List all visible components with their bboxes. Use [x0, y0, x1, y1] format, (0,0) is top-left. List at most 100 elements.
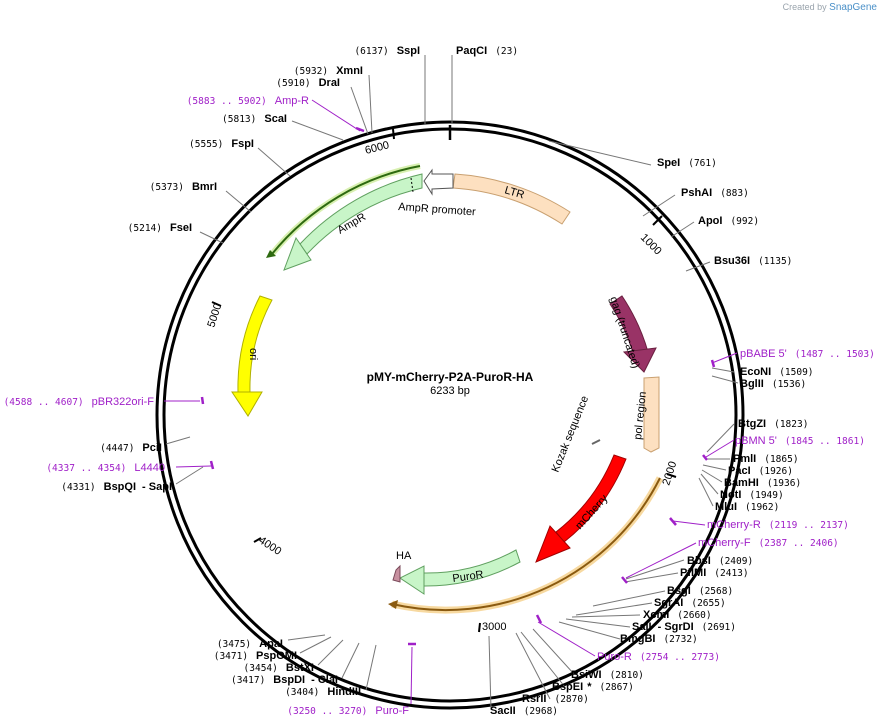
primer-mcherry-f[interactable]: mCherry-F(2387 .. 2406)	[698, 537, 839, 549]
left-site-labels: (6137)SspI (5932)XmnI (5910)DraI (5883 .…	[4, 45, 420, 717]
site-econi[interactable]: EcoNI(1509)	[740, 366, 814, 378]
mark-mcherry-r	[669, 517, 677, 526]
leader-bstxi	[317, 639, 344, 666]
leader-mcherry-f	[625, 542, 697, 579]
leader-amp-r	[311, 99, 361, 132]
site-xcmi[interactable]: XcmI(2660)	[643, 609, 712, 621]
ltr-feature[interactable]	[452, 173, 571, 225]
primer-pbabe[interactable]: pBABE 5'(1487 .. 1503)	[740, 348, 875, 360]
leader-sacii	[488, 635, 492, 711]
primer-pbr322ori-f[interactable]: (4588 .. 4607)pBR322ori-F	[4, 396, 155, 408]
tick-6000: 6000	[364, 139, 391, 157]
mcherry-f-primer-band	[391, 476, 664, 614]
primer-pbmn[interactable]: pBMN 5'(1845 .. 1861)	[735, 435, 865, 447]
leader-bsgi	[592, 590, 666, 607]
site-pshai[interactable]: PshAI(883)	[681, 187, 749, 199]
leader-pshai	[642, 194, 676, 217]
site-bmri[interactable]: (5373)BmrI	[150, 181, 217, 193]
site-bspqi-sapi[interactable]: (4331)BspQI- SapI	[61, 481, 172, 493]
site-apoi[interactable]: ApoI(992)	[698, 215, 759, 227]
site-rsrii[interactable]: RsrII(2870)	[522, 693, 589, 705]
leader-bspdi	[341, 642, 360, 679]
site-noti[interactable]: NotI(1949)	[720, 489, 784, 501]
site-bmgbi[interactable]: BmgBI(2732)	[620, 633, 698, 645]
puror-arrowhead	[399, 565, 425, 595]
left-primer-leaders	[164, 99, 413, 705]
site-sgrai[interactable]: SgrAI(2655)	[654, 597, 726, 609]
tick-5000: 5000	[205, 302, 224, 329]
kozak-feature[interactable]	[591, 439, 601, 445]
site-apai[interactable]: (3475)ApaI	[217, 638, 283, 650]
ori-feature[interactable]	[237, 295, 273, 393]
mcherry-arrowhead	[535, 525, 571, 563]
ampr-promoter-label: AmpR promoter	[398, 201, 477, 218]
pol-feature[interactable]	[643, 376, 660, 453]
site-bsgi[interactable]: BsgI(2568)	[667, 585, 733, 597]
site-sspi[interactable]: (6137)SspI	[354, 45, 420, 57]
site-bspdi-clai[interactable]: (3417)BspDI- ClaI	[231, 674, 338, 686]
leader-bsiwi	[532, 628, 575, 675]
leader-drai	[350, 86, 369, 135]
site-bglii[interactable]: BglII(1536)	[740, 378, 806, 390]
amp-r-primer-line	[271, 165, 421, 255]
site-fsei[interactable]: (5214)FseI	[128, 222, 192, 234]
mark-amp-r	[355, 126, 365, 133]
leader-pcii	[165, 436, 191, 445]
primer-amp-r[interactable]: (5883 .. 5902)Amp-R	[187, 95, 309, 107]
primer-puro-f[interactable]: (3250 .. 3270)Puro-F	[287, 705, 409, 717]
site-pflmi[interactable]: PflMI(2413)	[680, 567, 749, 579]
tick-mark-2000	[666, 473, 677, 478]
tick-mark-6000	[392, 128, 395, 140]
site-mlui[interactable]: MluI(1962)	[715, 501, 779, 513]
leader-fspi	[257, 147, 291, 177]
site-bsiwi[interactable]: BsiWI(2810)	[571, 669, 644, 681]
site-paqci[interactable]: PaqCI(23)	[456, 45, 518, 57]
leader-puro-f	[410, 646, 413, 705]
site-pspomi[interactable]: (3471)PspOMI	[214, 650, 297, 662]
site-fspi[interactable]: (5555)FspI	[189, 138, 254, 150]
site-paci[interactable]: PacI(1926)	[728, 465, 793, 477]
snapgene-logo: SnapGene	[829, 2, 877, 13]
ampr-promoter-feature[interactable]	[423, 168, 454, 196]
mcherry-feature[interactable]	[555, 454, 627, 543]
ha-feature[interactable]	[392, 564, 401, 583]
leader-bspqi	[175, 466, 204, 485]
ori-arrowhead	[231, 391, 263, 417]
site-pcii[interactable]: (4447)PciI	[100, 442, 162, 454]
leader-bmgbi	[558, 621, 621, 640]
site-scai[interactable]: (5813)ScaI	[222, 113, 287, 125]
leader-paci	[702, 464, 727, 471]
tick-3000: 3000	[482, 621, 506, 633]
leader-l4440	[175, 465, 212, 468]
leader-noti	[700, 473, 719, 495]
site-pmli[interactable]: PmlI(1865)	[733, 453, 799, 465]
site-bspei[interactable]: BspEI*(2867)	[552, 681, 634, 693]
site-bamhi[interactable]: BamHI(1936)	[724, 477, 801, 489]
site-xmni[interactable]: (5932)XmnI	[294, 65, 363, 77]
leader-puro-r	[537, 621, 596, 657]
credit-prefix: Created by	[782, 2, 827, 12]
primer-mcherry-r[interactable]: mCherry-R(2119 .. 2137)	[707, 519, 849, 531]
left-primer-ticks	[200, 126, 416, 646]
primer-l4440[interactable]: (4337 .. 4354)L4440	[46, 462, 165, 474]
site-bstxi[interactable]: (3454)BstXI	[244, 662, 314, 674]
right-primer-leaders	[537, 352, 738, 657]
leader-scai	[291, 120, 344, 141]
mark-l4440	[209, 460, 215, 470]
pol-label: pol region	[632, 391, 649, 440]
site-sacii[interactable]: SacII(2968)	[490, 705, 558, 717]
site-drai[interactable]: (5910)DraI	[276, 77, 340, 89]
leader-hindiii	[365, 644, 377, 691]
tick-mark-1000	[652, 215, 663, 226]
plasmid-size: 6233 bp	[430, 385, 470, 397]
site-spei[interactable]: SpeI(761)	[657, 157, 717, 169]
site-bsu36i[interactable]: Bsu36I(1135)	[714, 255, 792, 267]
site-btgzi[interactable]: BtgZI(1823)	[738, 418, 808, 430]
primer-puro-r[interactable]: Puro-R(2754 .. 2773)	[597, 651, 720, 663]
site-hindiii[interactable]: (3404)HindIII	[285, 686, 361, 698]
site-sali-sgrdi[interactable]: SalI- SgrDI(2691)	[632, 621, 736, 633]
mcherry-f-primer-arrow	[388, 600, 398, 609]
mark-puro-r	[535, 614, 543, 624]
site-bbsi[interactable]: BbsI(2409)	[687, 555, 753, 567]
